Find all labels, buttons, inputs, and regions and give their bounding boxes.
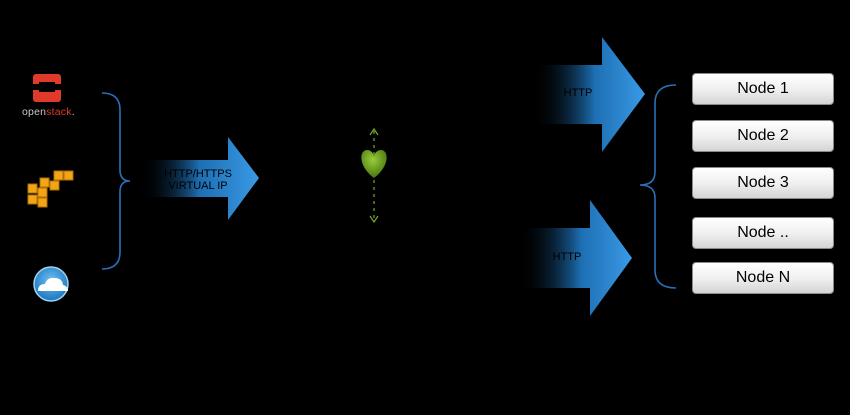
aws-icon [27, 170, 74, 208]
node-n[interactable]: Node N [692, 262, 834, 294]
http-arrow-top[interactable] [533, 37, 645, 152]
node-3[interactable]: Node 3 [692, 167, 834, 199]
http-arrow-bottom[interactable] [519, 200, 632, 316]
left-brace [101, 92, 131, 270]
node-2[interactable]: Node 2 [692, 120, 834, 152]
openstack-wordmark: openstack. [22, 106, 75, 118]
node-more[interactable]: Node .. [692, 217, 834, 249]
virtual-ip-arrow-label: HTTP/HTTPS VIRTUAL IP [164, 168, 232, 192]
http-arrow-top-label: HTTP [563, 87, 593, 99]
cloud-icon [33, 266, 69, 302]
openstack-icon [33, 74, 61, 102]
heartbeat-icon [361, 127, 387, 224]
http-arrow-bottom-label: HTTP [552, 251, 582, 263]
node-1[interactable]: Node 1 [692, 73, 834, 105]
virtual-ip-arrow[interactable] [140, 137, 259, 220]
right-brace [639, 84, 677, 289]
